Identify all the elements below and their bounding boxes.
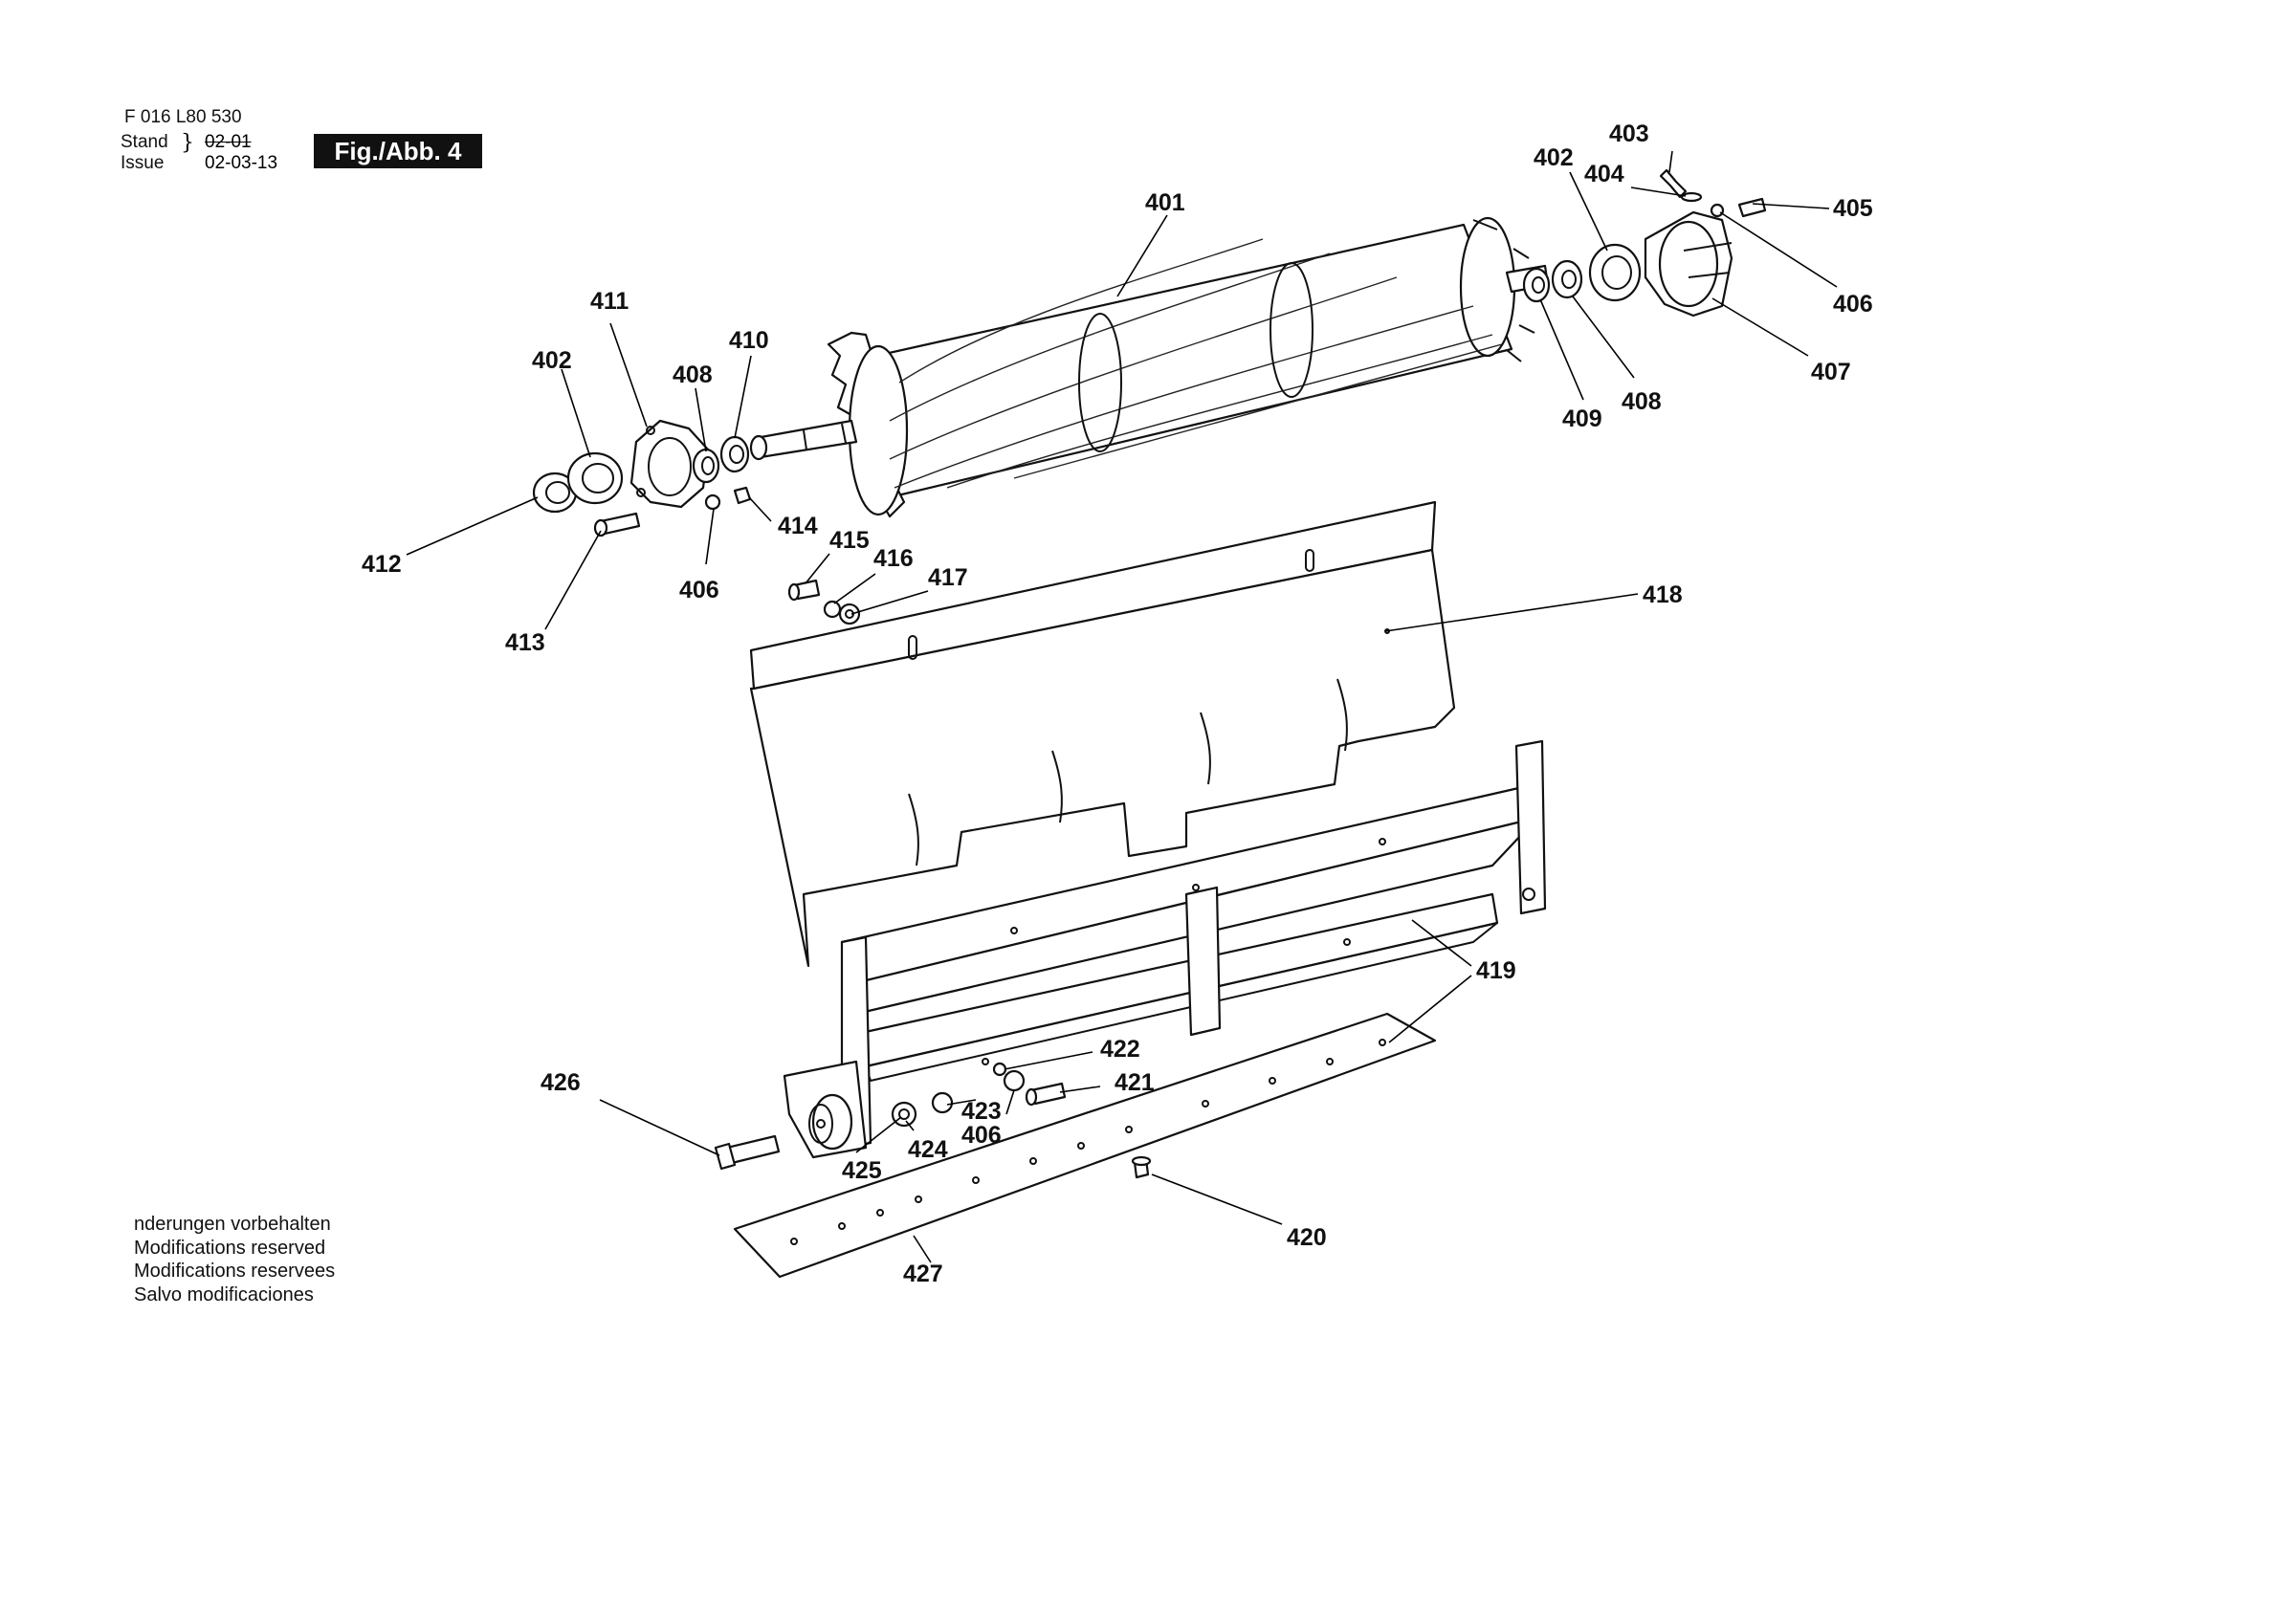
callout-413: 413 (505, 629, 545, 656)
callout-405: 405 (1833, 195, 1873, 222)
callout-422: 422 (1100, 1036, 1140, 1063)
stand-old-date: 02-01 (205, 132, 252, 152)
callout-411: 411 (590, 288, 629, 315)
figure-label: Fig./Abb. 4 (314, 134, 482, 168)
callout-425: 425 (842, 1157, 882, 1184)
notice-line-de: nderungen vorbehalten (134, 1214, 331, 1235)
callout-406-right: 406 (1833, 291, 1873, 318)
callout-407: 407 (1811, 359, 1851, 385)
callout-415: 415 (829, 527, 870, 554)
callout-410: 410 (729, 327, 769, 354)
notice-line-fr: Modifications reservees (134, 1261, 336, 1282)
notice-line-en: Modifications reserved (134, 1237, 326, 1259)
callout-408-right: 408 (1622, 388, 1662, 415)
callout-labels: 401 402 403 404 405 406 407 408 409 411 … (362, 121, 1873, 1287)
brace-glyph: } (181, 131, 194, 155)
callout-416: 416 (873, 545, 914, 572)
callout-423: 423 (961, 1098, 1002, 1125)
deflector-shield (749, 500, 1456, 968)
callout-408-left: 408 (673, 362, 713, 388)
callout-414: 414 (778, 513, 818, 539)
callout-421: 421 (1115, 1069, 1155, 1096)
callout-427: 427 (903, 1261, 943, 1287)
callout-401: 401 (1145, 189, 1185, 216)
left-bearing-group (532, 419, 861, 625)
callout-420: 420 (1287, 1224, 1327, 1251)
callout-426: 426 (541, 1069, 581, 1096)
callout-406-left: 406 (679, 577, 719, 603)
callout-403: 403 (1609, 121, 1649, 147)
stand-label: Stand (121, 132, 168, 152)
callout-417: 417 (928, 564, 968, 591)
issue-date: 02-03-13 (205, 153, 278, 173)
bottom-blade (733, 1012, 1437, 1279)
issue-label: Issue (121, 153, 165, 173)
callout-412: 412 (362, 551, 402, 578)
reel-cylinder (749, 216, 1550, 518)
cutter-frame (714, 739, 1547, 1171)
callout-404: 404 (1584, 161, 1624, 187)
callout-418: 418 (1643, 581, 1683, 608)
callout-409: 409 (1562, 406, 1602, 432)
callout-402-right: 402 (1534, 144, 1574, 171)
callout-419: 419 (1476, 957, 1516, 984)
callout-424: 424 (908, 1136, 948, 1163)
callout-406-bottom: 406 (961, 1122, 1002, 1149)
modifications-notice: nderungen vorbehalten Modifications rese… (134, 1213, 335, 1306)
right-bearing-group (1522, 168, 1767, 318)
document-code: F 016 L80 530 (124, 107, 242, 127)
notice-line-es: Salvo modificaciones (134, 1283, 314, 1305)
leader-lines (406, 150, 1838, 1263)
callout-402-left: 402 (532, 347, 572, 374)
